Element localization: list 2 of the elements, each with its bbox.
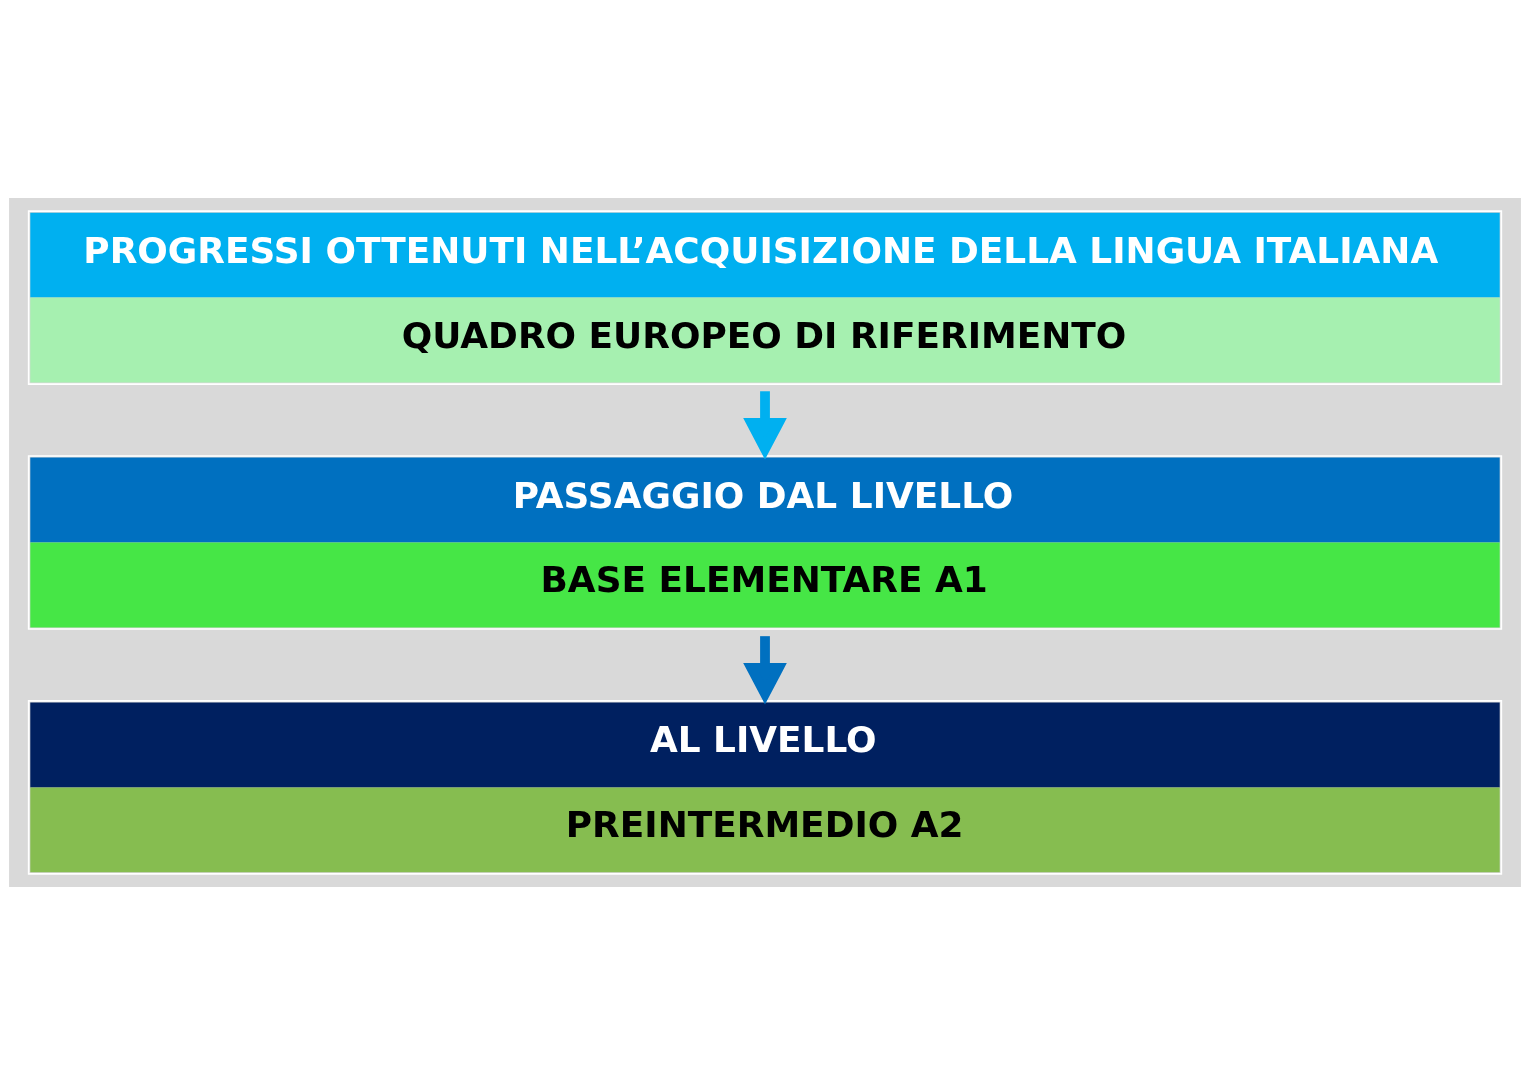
arrow xyxy=(743,636,787,705)
arrow xyxy=(743,391,787,460)
